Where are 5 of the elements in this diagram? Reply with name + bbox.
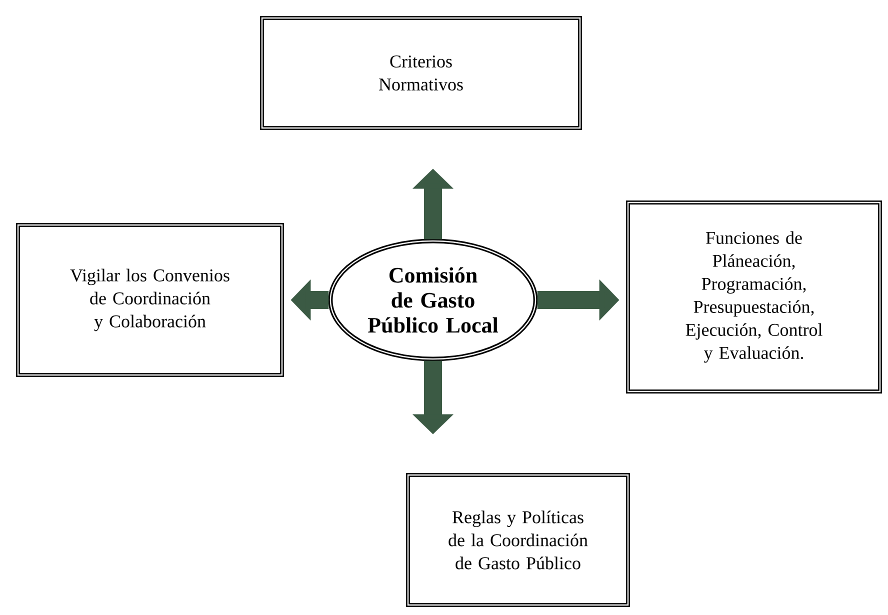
ellipse-node: Comisión de Gasto Público Local	[328, 238, 538, 362]
text-box: Vigilar los Convenios de Coordinación y Colaboración	[16, 223, 284, 377]
text-box: Criterios Normativos	[260, 16, 582, 130]
text-box: Funciones de Pláneación, Programación, Presupuestación, Ejecución, Control y Evaluación.	[626, 200, 882, 394]
text-box: Reglas y Políticas de la Coordinación de Gasto Público	[406, 473, 630, 607]
